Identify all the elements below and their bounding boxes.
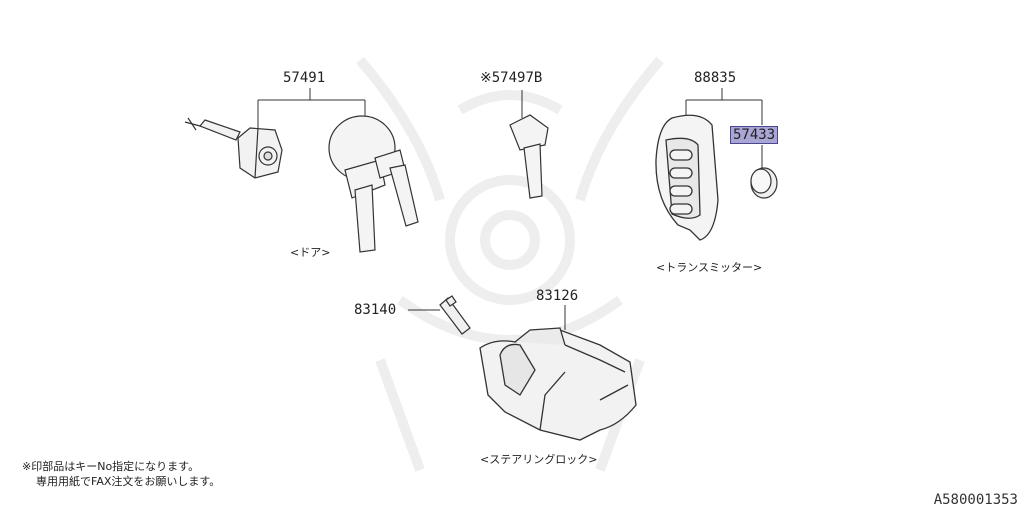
- door-lock-cylinder: [184, 117, 283, 179]
- part-label-57433[interactable]: 57433: [730, 126, 779, 144]
- caption-steering-lock: <ステアリングロック>: [480, 453, 598, 466]
- sensor-part: [439, 295, 471, 335]
- note-line-2: 専用用紙でFAX注文をお願いします。: [36, 475, 221, 488]
- steering-lock-assembly: [479, 327, 637, 441]
- door-keys: [328, 115, 419, 253]
- part-label-83140: 83140: [354, 302, 397, 318]
- battery: [750, 167, 778, 199]
- part-label-57491: 57491: [283, 70, 326, 86]
- blank-key: [509, 114, 549, 199]
- part-label-57497b: ※57497B: [480, 70, 543, 86]
- key-fob-transmitter: [655, 114, 719, 241]
- note-line-1: ※印部品はキーNo指定になります。: [22, 460, 200, 473]
- watermark-emblem: [356, 56, 664, 472]
- part-label-88835: 88835: [694, 70, 737, 86]
- caption-transmitter: <トランスミッター>: [656, 261, 763, 274]
- part-label-83126: 83126: [536, 288, 579, 304]
- diagram-code: A580001353: [933, 492, 1018, 508]
- caption-door: <ドア>: [290, 246, 331, 259]
